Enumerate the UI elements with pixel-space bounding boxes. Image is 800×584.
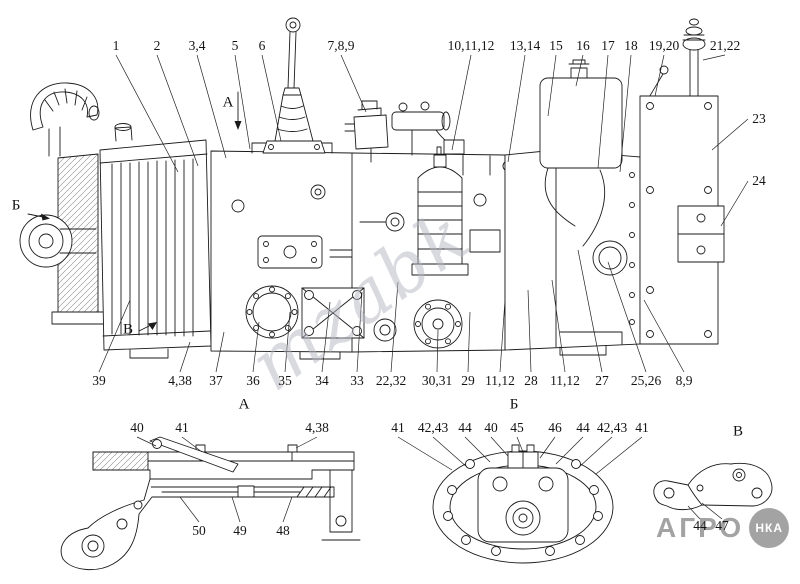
leader-lines [98,54,749,523]
brand-logo: АГРО НКА [656,508,790,548]
logo-text: АГРО [656,512,745,543]
view-b-drawing [432,444,614,564]
view-v-drawing [653,462,773,511]
logo-emblem-text: НКА [755,521,784,535]
logo-emblem: НКА [749,508,790,548]
view-a-drawing [60,436,361,570]
main-assembly-drawing [19,17,725,360]
